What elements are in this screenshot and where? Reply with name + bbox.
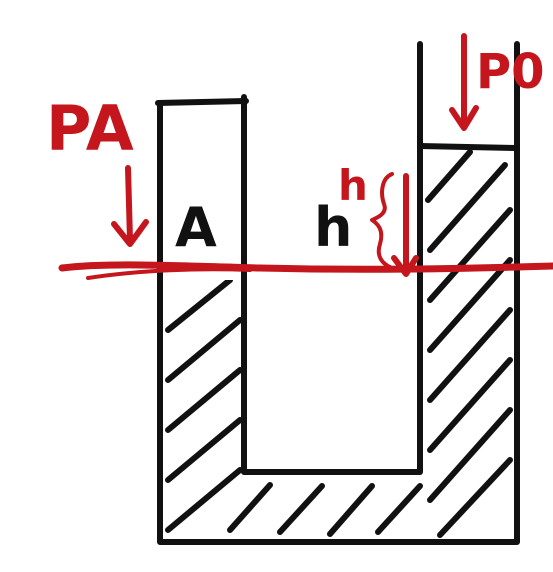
tube-inner-wall <box>241 41 423 475</box>
left-tube-top-cap <box>155 98 249 106</box>
right-fluid-surface <box>417 143 520 151</box>
fluid-hatching-bottom <box>227 482 423 537</box>
p0-arrow-icon <box>449 33 479 131</box>
tube-outer-wall <box>157 41 520 545</box>
red-annotations <box>58 33 553 280</box>
reference-level-line <box>58 261 553 273</box>
label-p0: P0 <box>476 44 545 100</box>
pa-arrow-icon <box>111 165 149 247</box>
label-h-black: h <box>314 196 352 259</box>
label-h-red: h <box>338 161 368 210</box>
reference-level-line-extra <box>86 267 252 280</box>
h-brace-icon <box>370 172 394 270</box>
fluid-hatching-right <box>425 149 513 538</box>
h-arrow-icon <box>391 173 419 277</box>
label-a: A <box>175 196 217 259</box>
u-tube-walls <box>155 41 520 545</box>
fluid-hatching-left <box>165 280 243 533</box>
label-pa: PA <box>46 92 134 165</box>
